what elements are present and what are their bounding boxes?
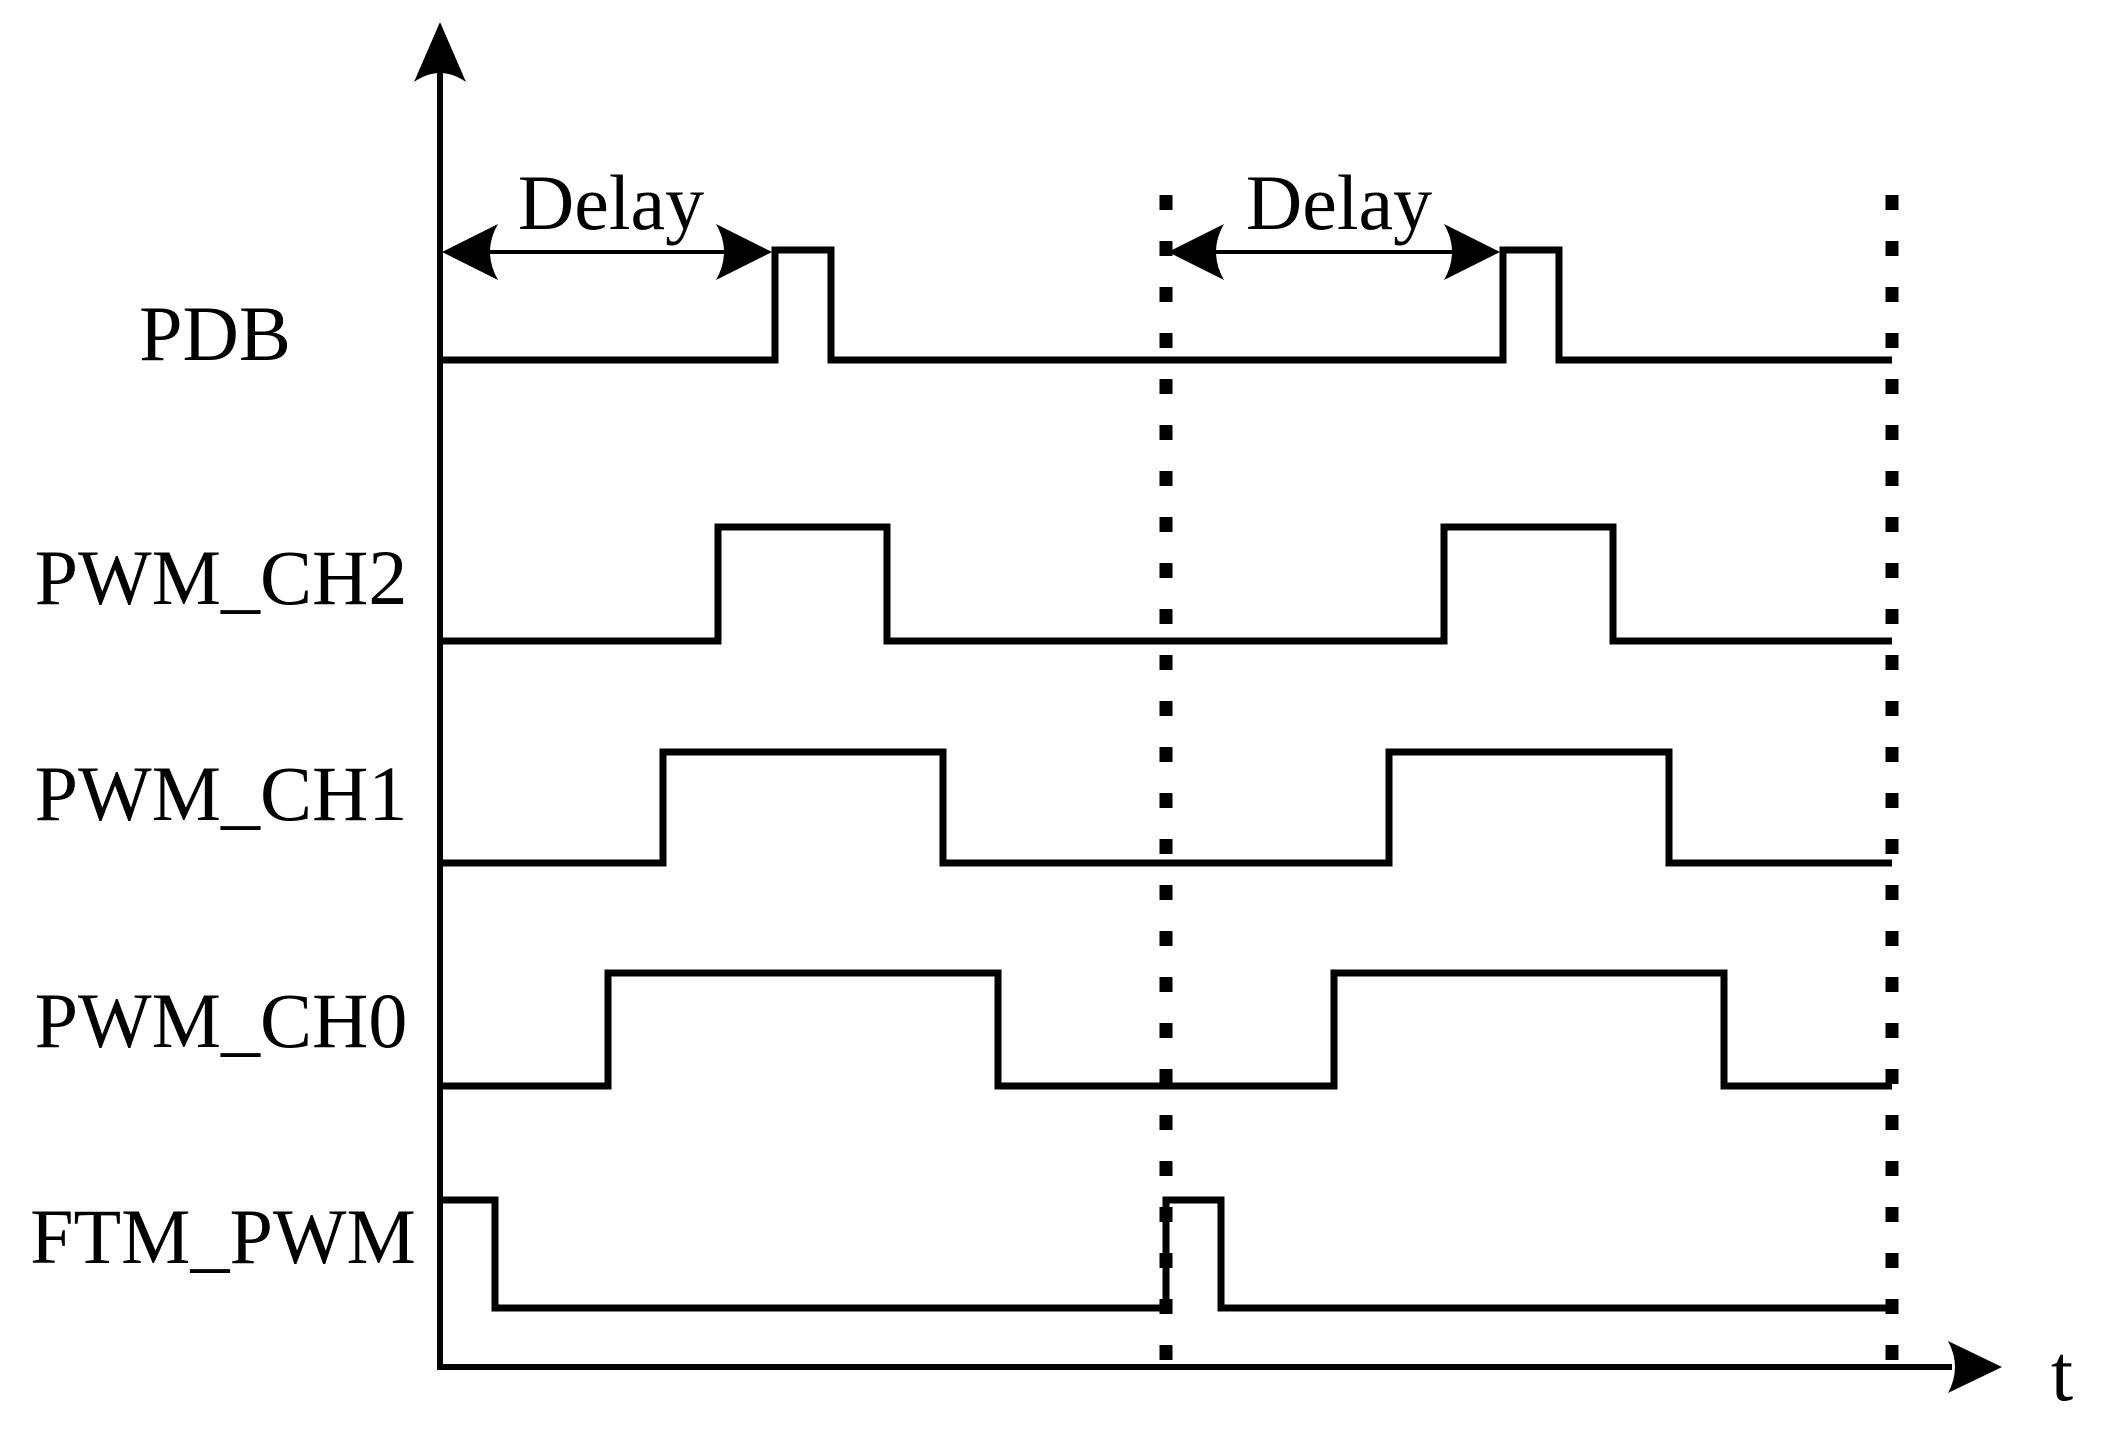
- delay-arrowhead-right-icon: [716, 224, 772, 280]
- delay-annotations: Delay Delay: [442, 159, 1500, 280]
- signal-waveforms: [440, 246, 1892, 1312]
- x-axis-arrowhead-icon: [1948, 1341, 2002, 1393]
- axes: t: [414, 22, 2073, 1418]
- delay-label: Delay: [518, 159, 704, 246]
- time-axis-label: t: [2051, 1330, 2073, 1418]
- signal-label-pdb: PDB: [139, 290, 291, 377]
- waveform-pwm_ch0: [440, 969, 1892, 1090]
- waveform-pdb: [440, 246, 1892, 364]
- period-boundary-guides: [1159, 195, 1899, 1362]
- delay-annotation-1: Delay: [442, 159, 772, 280]
- delay-annotation-2: Delay: [1168, 159, 1500, 280]
- y-axis-arrowhead-icon: [414, 22, 466, 82]
- signal-label-pwm_ch0: PWM_CH0: [35, 977, 408, 1064]
- waveform-pwm_ch2: [440, 523, 1892, 645]
- delay-arrowhead-left-icon: [442, 224, 498, 280]
- delay-arrowhead-left-icon: [1168, 224, 1224, 280]
- delay-arrowhead-right-icon: [1444, 224, 1500, 280]
- waveform-ftm_pwm: [440, 1196, 1892, 1312]
- delay-label: Delay: [1246, 159, 1432, 246]
- signal-label-pwm_ch1: PWM_CH1: [35, 750, 408, 837]
- waveform-pwm_ch1: [440, 748, 1892, 867]
- signal-label-ftm_pwm: FTM_PWM: [30, 1193, 416, 1280]
- signal-label-pwm_ch2: PWM_CH2: [35, 534, 408, 621]
